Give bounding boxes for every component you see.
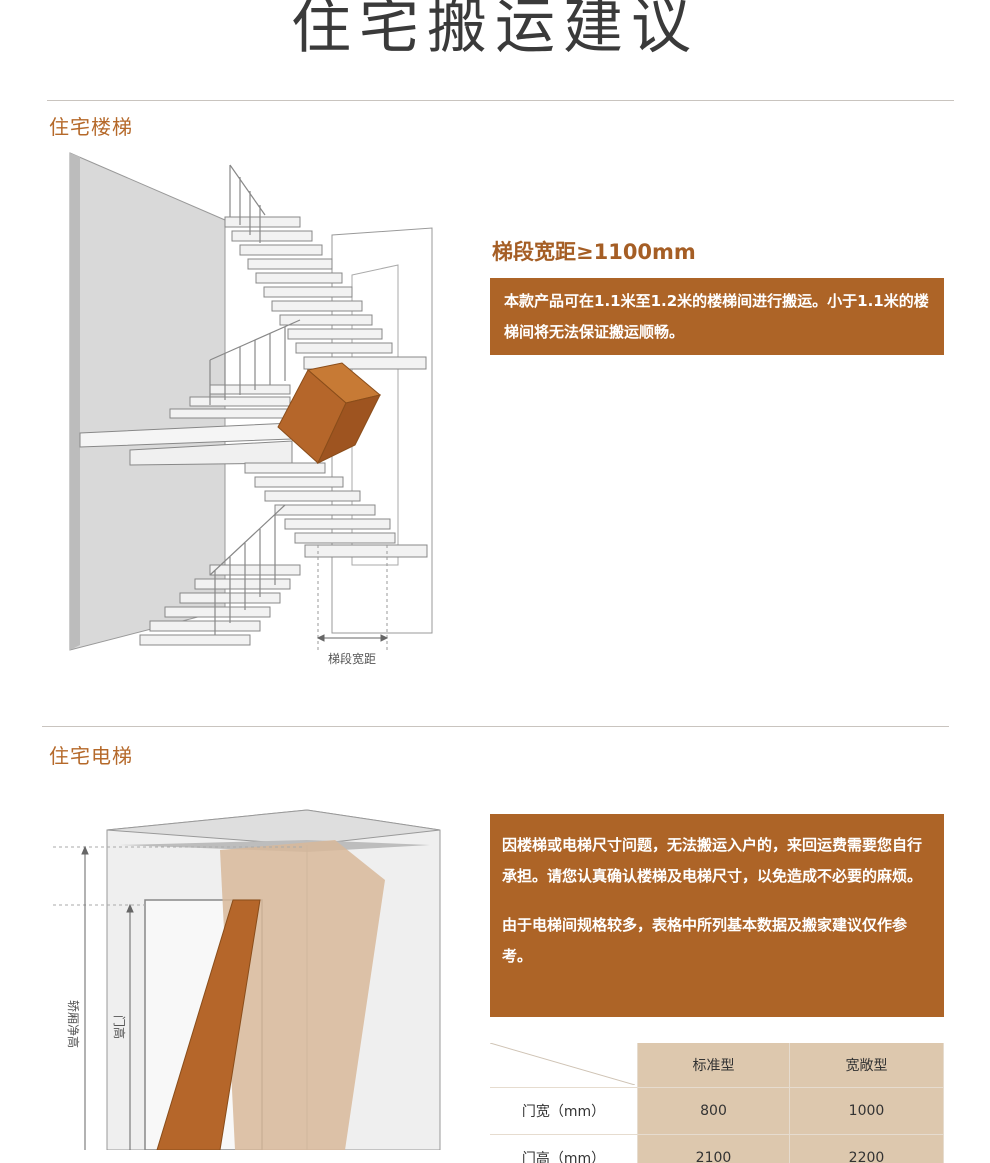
table-row: 门高（mm） 2100 2200	[490, 1135, 944, 1163]
spec-table: 标准型 宽敞型 门宽（mm） 800 1000 门高（mm） 2100 2200	[490, 1043, 944, 1163]
elevator-note-paragraph-1: 因楼梯或电梯尺寸问题，无法搬运入户的，来回运费需要您自行承担。请您认真确认楼梯及…	[502, 830, 934, 892]
cell-door-width-standard: 800	[638, 1088, 790, 1135]
page-title: 住宅搬运建议	[0, 0, 990, 65]
door-height-label: 门高	[112, 1015, 127, 1039]
column-header-standard: 标准型	[638, 1043, 790, 1088]
stair-width-label: 梯段宽距	[328, 651, 376, 666]
elevator-note-paragraph-2: 由于电梯间规格较多，表格中所列基本数据及搬家建议仅作参考。	[502, 910, 934, 972]
elevator-section-title: 住宅电梯	[49, 740, 133, 769]
row-label-door-width: 门宽（mm）	[490, 1088, 638, 1135]
staircase-illustration: 梯段宽距	[60, 145, 445, 675]
elevator-note-box: 因楼梯或电梯尺寸问题，无法搬运入户的，来回运费需要您自行承担。请您认真确认楼梯及…	[490, 814, 944, 1017]
stairs-note-box: 本款产品可在1.1米至1.2米的楼梯间进行搬运。小于1.1米的楼梯间将无法保证搬…	[490, 278, 944, 355]
table-corner-cell	[490, 1043, 638, 1088]
elevator-illustration: 轿厢净高 门高	[45, 800, 455, 1150]
table-row: 门宽（mm） 800 1000	[490, 1088, 944, 1135]
column-header-spacious: 宽敞型	[790, 1043, 944, 1088]
cell-door-width-spacious: 1000	[790, 1088, 944, 1135]
cabin-height-label: 轿厢净高	[66, 1000, 81, 1048]
stair-width-spec-heading: 梯段宽距≥1100mm	[492, 236, 696, 266]
elevator-spec-table: 标准型 宽敞型 门宽（mm） 800 1000 门高（mm） 2100 2200	[490, 1043, 944, 1163]
cell-door-height-standard: 2100	[638, 1135, 790, 1163]
section-divider	[42, 726, 949, 727]
stairs-note-text: 本款产品可在1.1米至1.2米的楼梯间进行搬运。小于1.1米的楼梯间将无法保证搬…	[504, 286, 930, 348]
cell-door-height-spacious: 2200	[790, 1135, 944, 1163]
section-divider	[47, 100, 954, 101]
row-label-door-height: 门高（mm）	[490, 1135, 638, 1163]
stairs-section-title: 住宅楼梯	[49, 111, 133, 140]
